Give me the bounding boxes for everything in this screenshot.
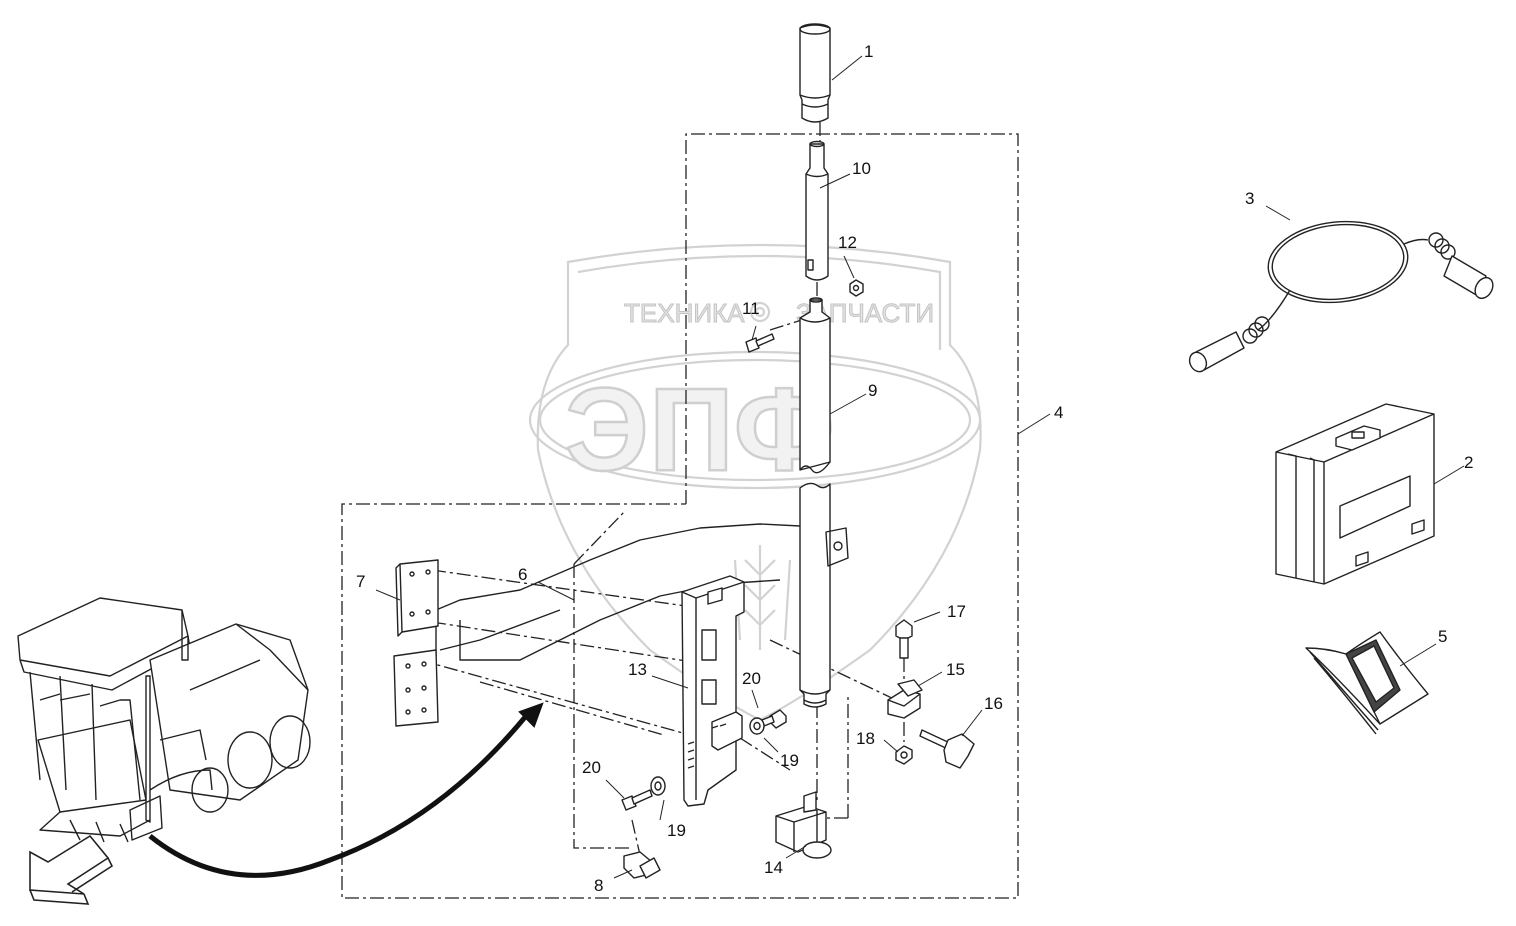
watermark-left-word: ТЕХНИКА xyxy=(624,298,745,328)
part-18-nut xyxy=(895,745,913,765)
part-14-foot-holder xyxy=(775,791,832,859)
callout-12: 12 xyxy=(838,233,857,252)
callout-4: 4 xyxy=(1054,403,1063,422)
callout-20: 20 xyxy=(582,758,601,777)
part-1-cap xyxy=(799,23,831,123)
callout-1: 1 xyxy=(864,42,873,61)
callout-15: 15 xyxy=(946,660,965,679)
part-8-flange-bolt xyxy=(623,851,661,879)
part-15-clamp xyxy=(887,679,923,719)
leader-lines xyxy=(375,55,1465,879)
callout-9: 9 xyxy=(868,381,877,400)
callout-7: 7 xyxy=(356,572,365,591)
callouts: 1 2 3 4 5 6 7 8 9 10 11 12 13 14 15 16 1… xyxy=(356,42,1473,895)
assembly-boundary xyxy=(341,133,1019,899)
callout-8: 8 xyxy=(594,876,603,895)
pointer-arrow xyxy=(148,702,544,878)
part-12-nut xyxy=(849,279,864,297)
carry-case-icon xyxy=(1275,403,1435,585)
callout-19: 19 xyxy=(780,751,799,770)
projection-lines xyxy=(419,122,905,856)
callout-20: 20 xyxy=(742,669,761,688)
part-20-bolt xyxy=(621,789,653,811)
paver-machine-icon xyxy=(17,597,311,843)
part-11-screw xyxy=(745,333,775,353)
callout-13: 13 xyxy=(628,660,647,679)
callout-5: 5 xyxy=(1438,627,1447,646)
callout-14: 14 xyxy=(764,858,783,877)
callout-17: 17 xyxy=(947,602,966,621)
part-3-cable xyxy=(1188,220,1494,373)
callout-19: 19 xyxy=(667,821,686,840)
part-9-pole xyxy=(799,297,831,708)
part-19-washer xyxy=(749,717,765,735)
callout-2: 2 xyxy=(1464,453,1473,472)
part-19-washer xyxy=(650,776,666,796)
part-17-bolt xyxy=(895,619,913,659)
part-6-arm xyxy=(393,523,849,727)
part-10-upper-tube xyxy=(805,140,829,281)
part-7-plate xyxy=(395,559,439,637)
callout-3: 3 xyxy=(1245,189,1254,208)
watermark-logo: ЭПФ xyxy=(565,364,834,496)
callout-16: 16 xyxy=(984,694,1003,713)
part-20-bolt xyxy=(761,709,787,729)
manual-booklet-icon xyxy=(1305,631,1429,735)
part-16-knob-screw xyxy=(919,729,975,769)
callout-18: 18 xyxy=(856,729,875,748)
gear-icon xyxy=(749,301,771,323)
callout-11: 11 xyxy=(742,299,760,318)
view-direction-arrow-icon xyxy=(29,834,114,905)
callout-10: 10 xyxy=(852,159,871,178)
part-13-bracket xyxy=(681,575,745,807)
callout-6: 6 xyxy=(518,565,527,584)
